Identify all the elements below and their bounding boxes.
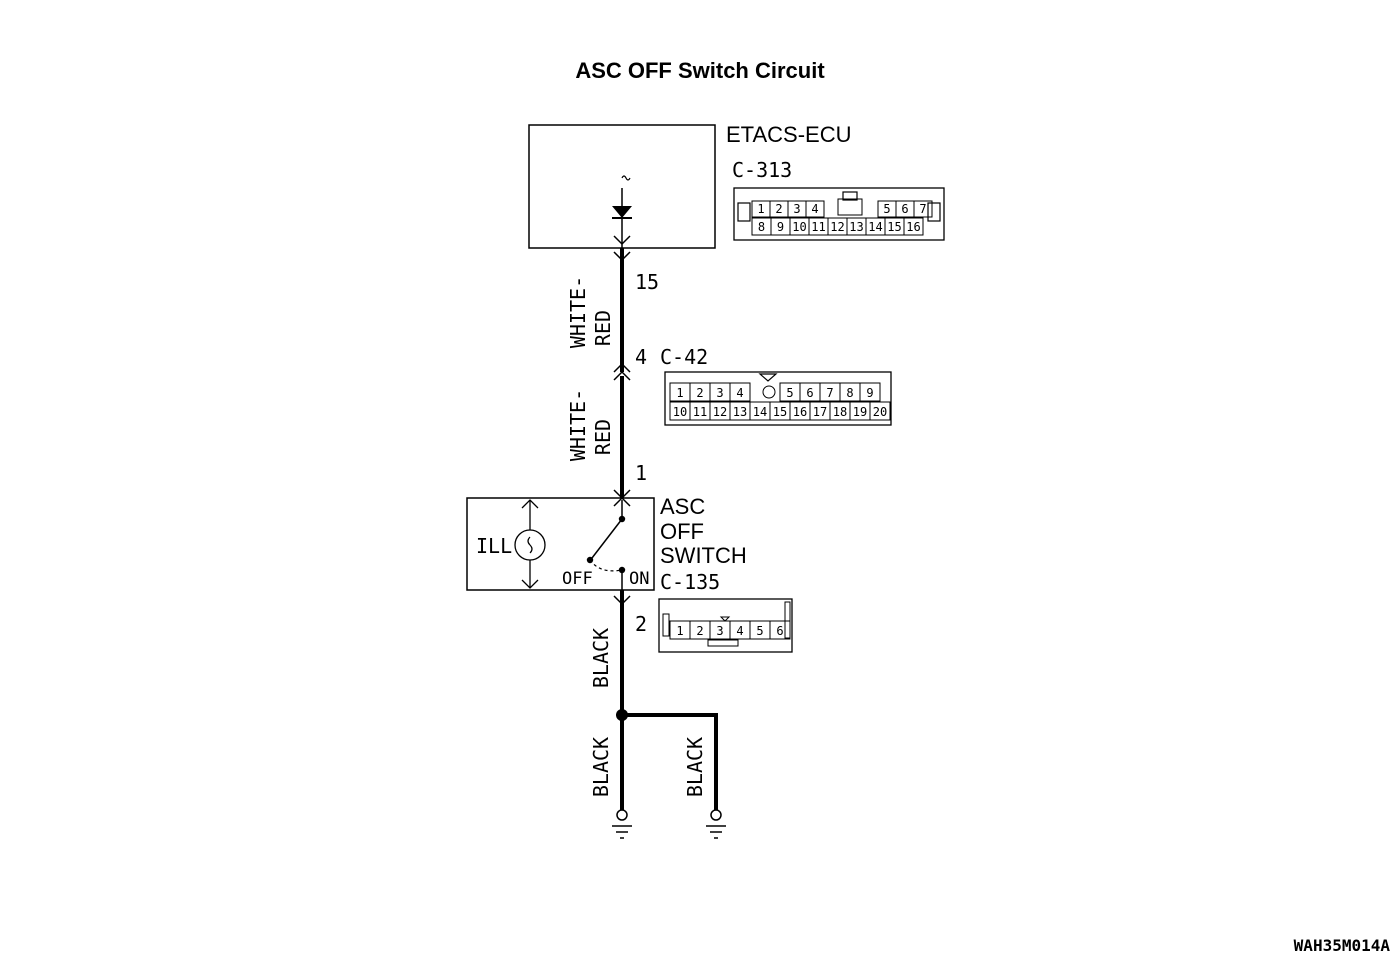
c313-top-cell [805,200,825,218]
switch-pin-top-number: 1 [635,461,647,485]
wire2-label-line2: RED [591,419,615,455]
ill-label: ILL [476,534,512,558]
ground-icon-right [706,809,726,839]
c42-top-cell [729,382,751,402]
c135-pin-label: 5 [756,624,763,638]
c42-bottom-cell [869,401,891,421]
diagram-title: ASC OFF Switch Circuit [575,58,825,83]
c135-cell [769,620,791,640]
etacs-connector-label: C-313 [732,158,792,182]
etacs-connector-chevron [613,235,631,246]
switch-pin-bottom-number: 2 [635,612,647,636]
c42-bottom-pin-label: 15 [773,405,787,419]
c313-bottom-pin-label: 15 [887,220,901,234]
figure-code: WAH35M014A [1294,936,1391,955]
c313-bottom-pin-label: 10 [792,220,806,234]
off-label: OFF [562,569,593,589]
wire-splice-branch [622,713,718,812]
c313-bottom-pin-label: 13 [849,220,863,234]
switch-dashed-path [589,559,623,572]
c135-pin-label: 2 [696,624,703,638]
c313-top-pin-label: 6 [901,202,908,216]
c313-bottom-cell [903,217,924,236]
c313-bottom-pin-label: 14 [868,220,882,234]
c42-locator-icon [762,385,776,399]
c42-bottom-pin-label: 12 [713,405,727,419]
c313-top-pin-label: 3 [793,202,800,216]
switch-name-line3: SWITCH [660,543,747,568]
c313-latch-icon [837,198,863,216]
wire1-label-line2: RED [591,310,615,346]
c42-top-pin-label: 8 [846,386,853,400]
c42-top-pin-label: 5 [786,386,793,400]
c313-top-pin-label: 4 [811,202,818,216]
c313-top-pin-label: 1 [757,202,764,216]
c42-bottom-pin-label: 16 [793,405,807,419]
wire5-label: BLACK [683,737,707,797]
etacs-ecu-label: ETACS-ECU [726,122,852,147]
asc-off-switch: ILL OFF ON ASC OFF SWITCH C-135 [466,489,747,606]
c42-top-cell [859,382,881,402]
c42-bottom-pin-label: 17 [813,405,827,419]
c42-top-pin-label: 3 [716,386,723,400]
c313-bottom-pin-label: 12 [830,220,844,234]
c42-junction: 4 C-42 [613,345,708,381]
c313-bottom-pin-label: 11 [811,220,825,234]
on-label: ON [629,569,649,589]
c313-top-pin-label: 5 [883,202,890,216]
c42-top-pin-label: 6 [806,386,813,400]
c135-pin-label: 3 [716,624,723,638]
c313-top-pin-label: 2 [775,202,782,216]
c42-top-pin-label: 9 [866,386,873,400]
c42-top-pin-label: 1 [676,386,683,400]
switch-box [466,497,655,591]
c42-bottom-pin-label: 14 [753,405,767,419]
wire4-label: BLACK [589,737,613,797]
c135-pin-label: 4 [736,624,743,638]
c313-bottom-pin-label: 8 [758,220,765,234]
c313-bottom-pin-label: 16 [906,220,920,234]
wire1-label-line1: WHITE- [566,276,590,348]
c42-bottom-pin-label: 11 [693,405,707,419]
switch-connector-label: C-135 [660,570,720,594]
c135-pin-label: 6 [776,624,783,638]
c42-top-pin-label: 7 [826,386,833,400]
diode-icon [612,206,632,218]
c42-pin-number: 4 [635,345,647,369]
pin15-chevron [613,251,631,262]
switch-name-line2: OFF [660,519,704,544]
c42-bottom-pin-label: 19 [853,405,867,419]
c313-bottom-pin-label: 9 [777,220,784,234]
wire3-label: BLACK [589,628,613,688]
etacs-pin-number: 15 [635,270,659,294]
c42-top-pin-label: 4 [736,386,743,400]
c42-bottom-pin-label: 20 [873,405,887,419]
c42-bottom-pin-label: 10 [673,405,687,419]
switch-name-line1: ASC [660,494,705,519]
c135-pin-label: 1 [676,624,683,638]
c313-top-pin-label: 7 [919,202,926,216]
c42-connector-label: C-42 [660,345,708,369]
switch-contact-arm [591,518,623,559]
c42-bottom-pin-label: 18 [833,405,847,419]
c313-top-cell [913,200,933,218]
c42-top-pin-label: 2 [696,386,703,400]
wire2-label-line1: WHITE- [566,389,590,461]
c42-bottom-pin-label: 13 [733,405,747,419]
ground-icon-left [612,809,632,839]
etacs-tilde [621,175,631,181]
